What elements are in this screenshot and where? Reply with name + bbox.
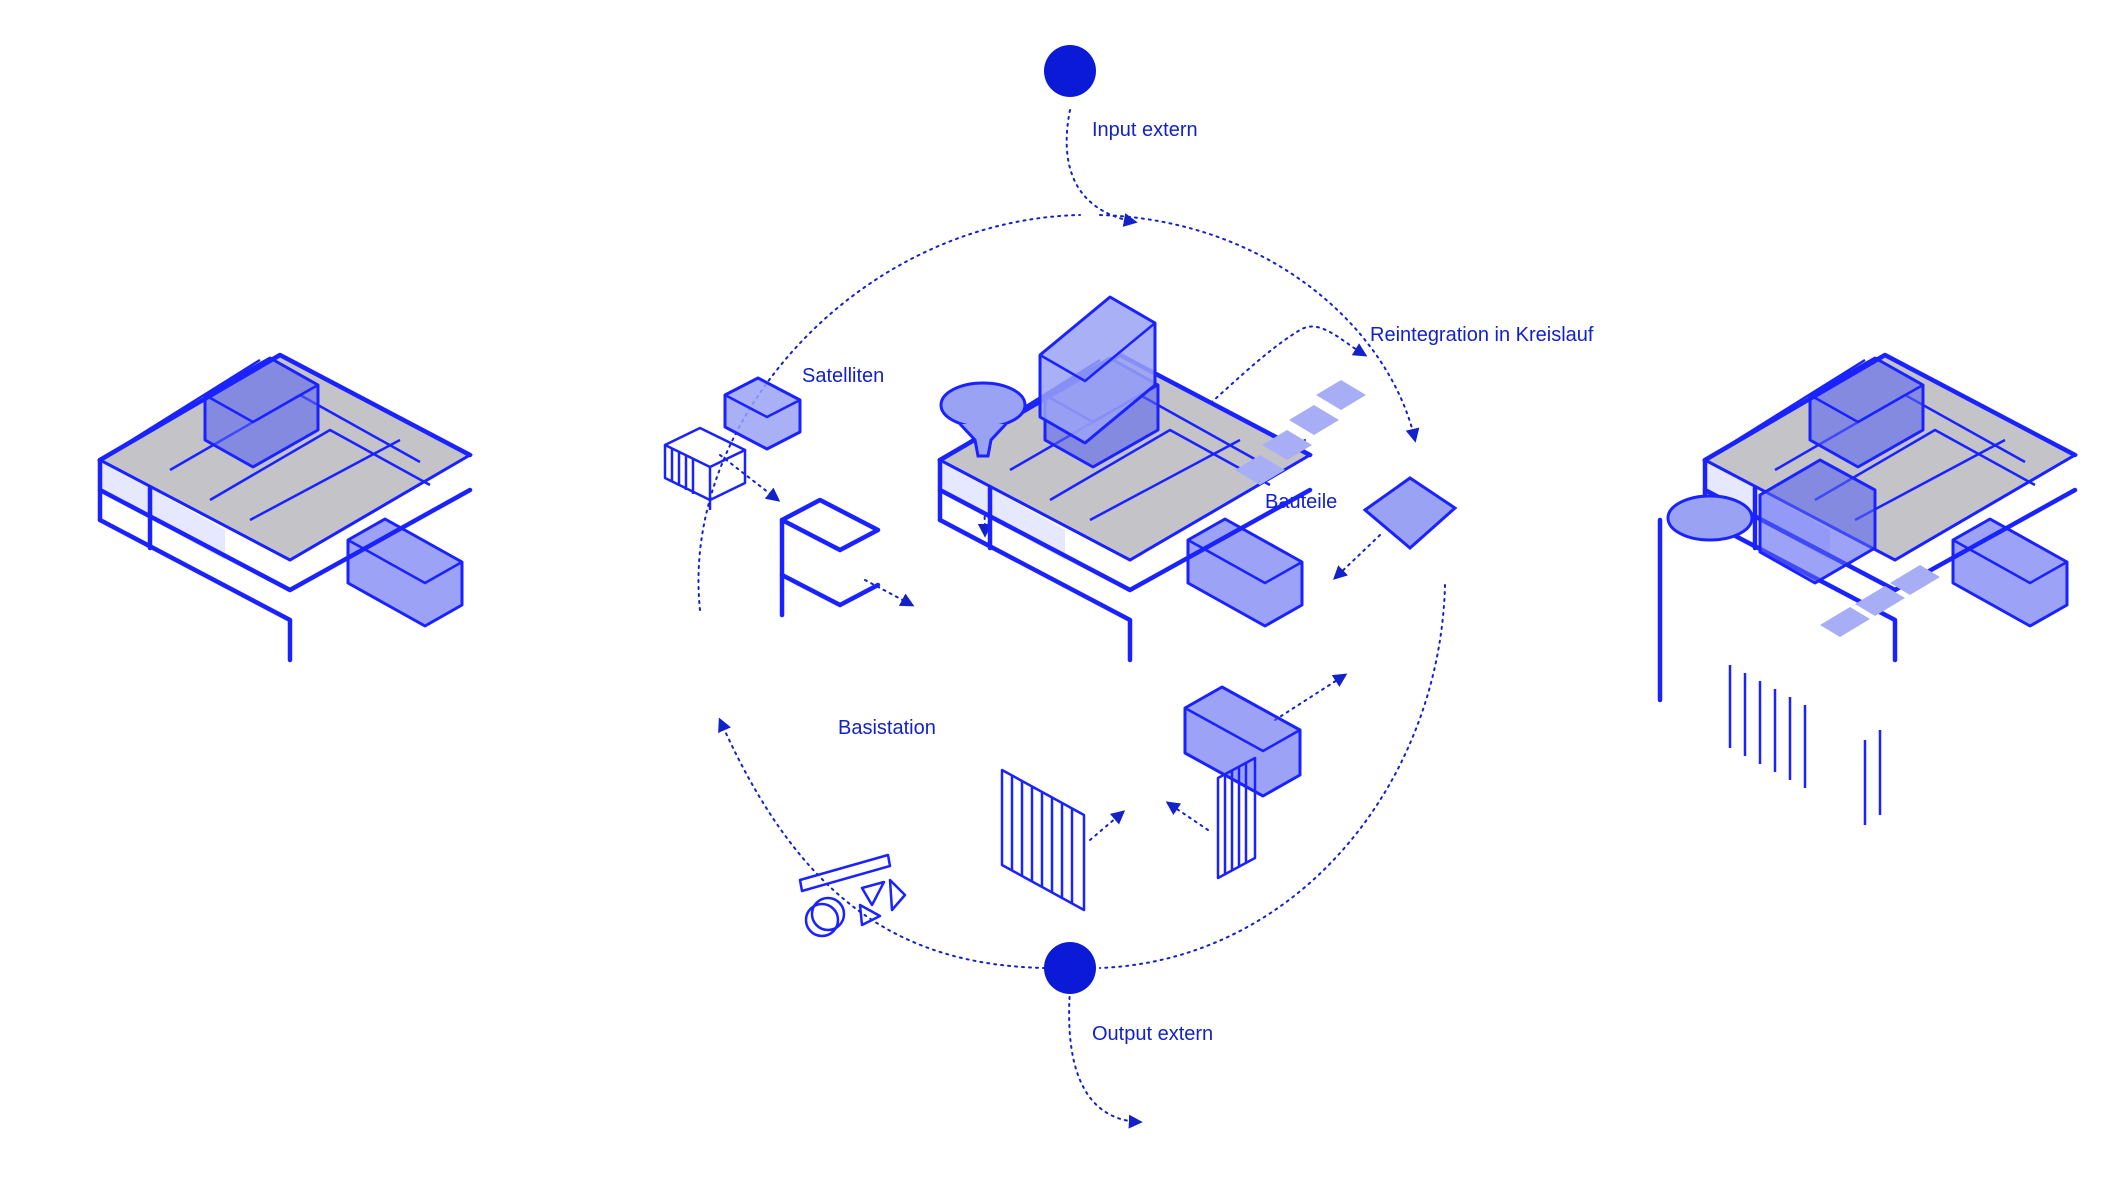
satellite-frame xyxy=(663,426,747,510)
tower-arrow xyxy=(864,579,915,607)
single-panel xyxy=(1362,476,1458,550)
panel-arrow xyxy=(1332,534,1381,580)
output-label: Output extern xyxy=(1092,1023,1213,1045)
basistation-label: Basistation xyxy=(838,717,936,739)
wall-arrow xyxy=(1089,810,1126,841)
output-node xyxy=(1044,942,1096,994)
module-box xyxy=(1183,685,1302,798)
building-before xyxy=(100,355,470,660)
input-node xyxy=(1044,45,1096,97)
output-flow xyxy=(1068,989,1143,1129)
flow-arc-top-left xyxy=(697,214,1081,611)
input-flow xyxy=(1065,109,1138,227)
stripe-arrow xyxy=(1165,801,1209,831)
bauteile-panels xyxy=(1235,380,1366,485)
flow-arc-bottom-right xyxy=(1099,584,1446,969)
satelliten-label: Satelliten xyxy=(802,365,884,387)
container-box xyxy=(1038,295,1157,445)
input-label: Input extern xyxy=(1092,119,1198,141)
funnel-icon xyxy=(939,381,1027,458)
building-after xyxy=(1657,355,2075,825)
reintegration-label: Reintegration in Kreislauf xyxy=(1370,324,1594,346)
satellite-boxes xyxy=(723,376,802,451)
flow-arc-bottom-left xyxy=(718,717,1046,969)
striped-panel xyxy=(1216,756,1257,880)
satellite-arrow xyxy=(719,454,781,502)
box-arrow xyxy=(1274,673,1348,721)
tower-frame xyxy=(779,497,881,618)
scrap-parts-icon xyxy=(798,853,907,938)
striped-wall xyxy=(1000,768,1086,912)
